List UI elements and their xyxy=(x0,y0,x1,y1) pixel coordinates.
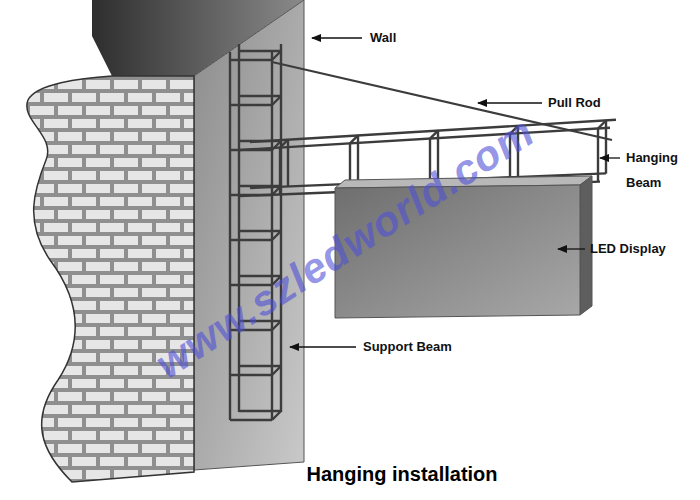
pull-rod xyxy=(272,62,612,140)
brick-wall xyxy=(27,76,194,482)
wall-face xyxy=(194,0,304,470)
part-label: Pull Rod xyxy=(548,95,601,111)
support-beam xyxy=(230,44,281,420)
leader-arrow xyxy=(478,102,542,103)
part-label: Support Beam xyxy=(363,339,452,355)
watermark: www.szledworld.com xyxy=(147,108,543,389)
leader-arrow xyxy=(600,157,620,158)
part-label: LED Display xyxy=(590,241,666,257)
leader-arrow xyxy=(312,37,362,38)
part-label: Hanging Beam xyxy=(626,145,690,195)
caption: Hanging installation xyxy=(306,462,497,486)
leader-arrow xyxy=(558,248,585,249)
leader-arrow xyxy=(290,346,356,347)
part-label: Wall xyxy=(370,30,396,46)
